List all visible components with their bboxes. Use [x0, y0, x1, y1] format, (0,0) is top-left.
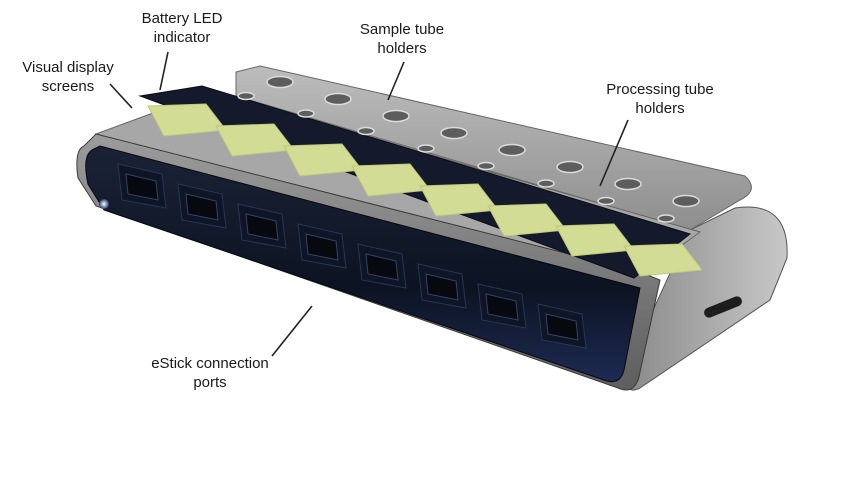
processing-tube-holder — [537, 179, 555, 188]
display-screens — [147, 103, 703, 277]
sample-tube-holder — [266, 75, 294, 89]
estick-port — [117, 163, 167, 209]
processing-tube-holder — [417, 144, 435, 153]
estick-port — [477, 283, 527, 329]
display-screen — [623, 243, 703, 277]
processing-tube-holder — [597, 196, 615, 206]
label-sample-tube-holders: Sample tube holders — [359, 21, 445, 57]
leader-sample — [387, 61, 405, 101]
sample-tube-holder — [382, 109, 410, 123]
estick-port — [537, 303, 587, 349]
estick-port — [417, 263, 467, 309]
sample-tube-holder — [440, 126, 468, 140]
estick-port — [297, 223, 347, 269]
processing-tube-holder — [297, 109, 315, 118]
processing-tube-holder — [357, 126, 375, 136]
sample-tube-holder — [672, 194, 700, 208]
sample-tube-holder — [556, 160, 584, 174]
processing-tube-holder — [657, 214, 675, 223]
estick-port — [177, 183, 227, 229]
label-estick-ports: eStick connection ports — [151, 355, 269, 391]
sample-tube-holder — [498, 143, 526, 157]
estick-ports — [117, 163, 587, 349]
processing-tube-holder — [237, 91, 255, 101]
processing-tube-holder — [477, 161, 495, 171]
leader-estick — [271, 305, 313, 357]
estick-port — [237, 203, 287, 249]
sample-tube-holder — [614, 177, 642, 191]
estick-port — [357, 243, 407, 289]
sample-tube-holder — [324, 92, 352, 106]
leader-processing — [599, 119, 629, 187]
label-visual-display: Visual display screens — [22, 59, 114, 95]
label-processing-tube-holders: Processing tube holders — [606, 81, 714, 117]
battery-led — [99, 199, 109, 209]
usb-port — [704, 296, 742, 318]
leader-battery — [159, 51, 169, 91]
tube-holders — [237, 75, 700, 223]
leader-display — [109, 83, 133, 109]
label-battery-led: Battery LED indicator — [141, 10, 223, 46]
